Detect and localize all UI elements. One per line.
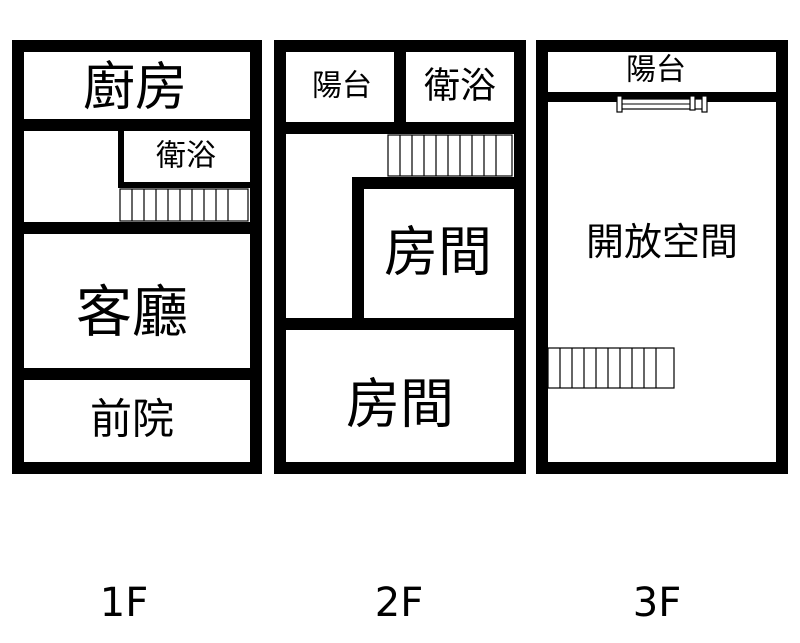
- wall: [12, 368, 262, 380]
- room-label-living-room: 客廳: [76, 281, 188, 346]
- wall: [352, 177, 364, 330]
- room-label-kitchen: 廚房: [83, 58, 187, 118]
- wall: [12, 222, 262, 234]
- room-label-room-upper: 房間: [384, 221, 492, 284]
- wall: [394, 40, 406, 132]
- wall: [118, 182, 250, 188]
- floor-3f-plan: 陽台 開放空間: [536, 40, 788, 474]
- floor-label-3f: 3F: [633, 580, 681, 626]
- wall: [274, 462, 526, 474]
- staircase: [119, 188, 249, 222]
- wall: [12, 40, 262, 52]
- floor-1f-plan: 廚房 衛浴 客廳 前院: [12, 40, 262, 474]
- room-label-balcony: 陽台: [312, 69, 372, 104]
- staircase: [547, 347, 675, 389]
- room-label-bathroom: 衛浴: [156, 139, 216, 174]
- room-label-bathroom: 衛浴: [424, 66, 496, 107]
- floor-2f-plan: 陽台 衛浴 房間 房間: [274, 40, 526, 474]
- room-label-balcony: 陽台: [626, 53, 686, 88]
- wall: [274, 122, 526, 134]
- wall: [274, 40, 286, 474]
- wall: [12, 40, 24, 474]
- staircase: [387, 134, 513, 177]
- wall: [12, 462, 262, 474]
- wall: [536, 40, 548, 474]
- room-label-open-space: 開放空間: [586, 220, 738, 264]
- wall: [274, 318, 526, 330]
- wall: [536, 40, 788, 52]
- floor-label-1f: 1F: [100, 580, 148, 626]
- wall: [250, 40, 262, 474]
- wall: [118, 131, 124, 188]
- room-label-front-yard: 前院: [90, 395, 174, 444]
- wall: [536, 92, 788, 102]
- wall: [12, 119, 262, 131]
- wall: [536, 462, 788, 474]
- wall: [352, 177, 526, 189]
- sliding-door: [616, 95, 708, 113]
- wall: [514, 40, 526, 474]
- floor-label-2f: 2F: [375, 580, 423, 626]
- room-label-room-lower: 房間: [346, 373, 454, 436]
- wall: [776, 40, 788, 474]
